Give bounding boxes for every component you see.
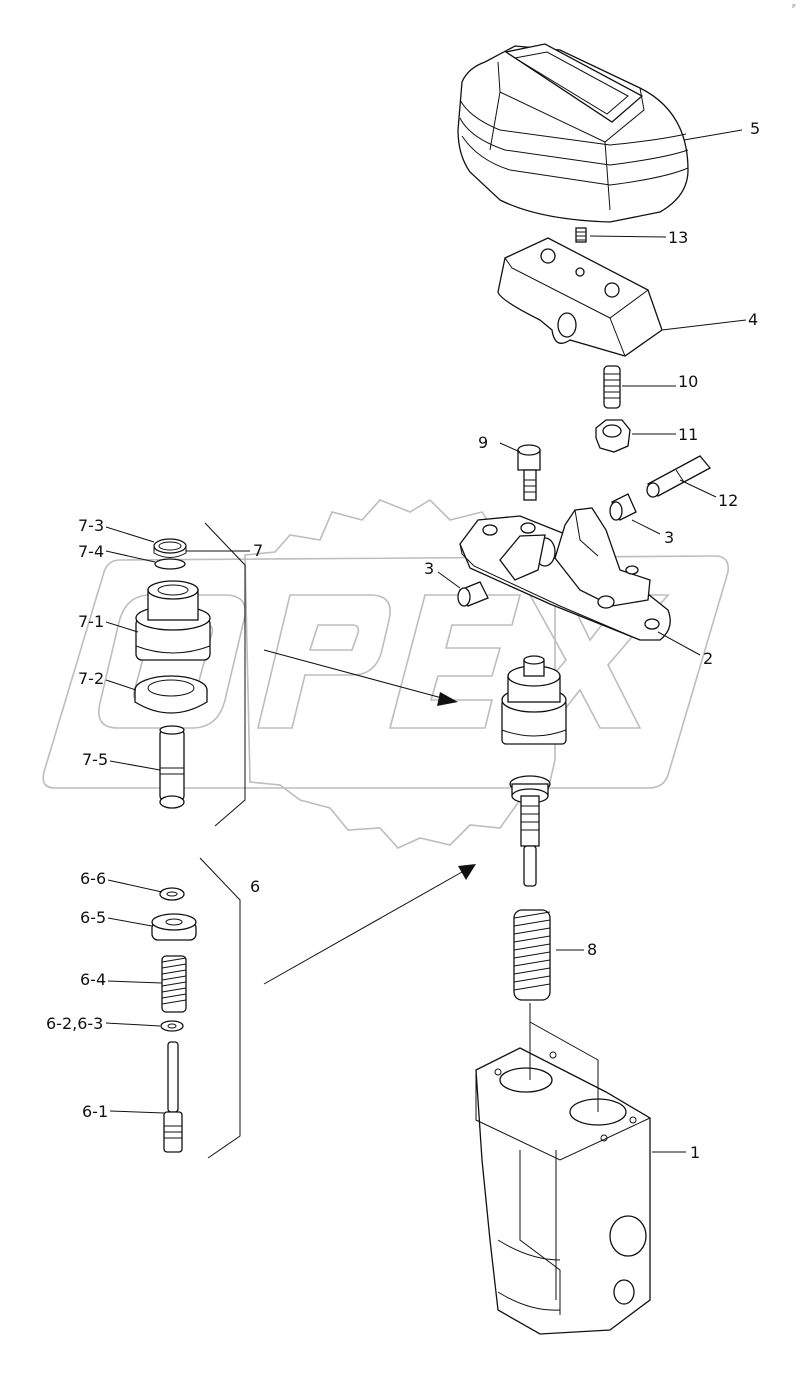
arrow-group-6-to-assembly — [263, 864, 476, 985]
label-4: 4 — [748, 310, 758, 329]
label-3-lower: 3 — [424, 559, 434, 578]
label-6-4: 6-4 — [80, 970, 106, 989]
group-6-parts — [151, 887, 197, 1153]
label-8: 8 — [587, 940, 597, 959]
label-1: 1 — [690, 1143, 700, 1162]
part-11-nut — [595, 419, 631, 453]
label-5: 5 — [750, 119, 760, 138]
label-10: 10 — [678, 372, 698, 391]
label-6-1: 6-1 — [82, 1102, 108, 1121]
label-3-upper: 3 — [664, 528, 674, 547]
corner-mark: ℙ — [792, 4, 796, 10]
label-11: 11 — [678, 425, 698, 444]
label-7-5: 7-5 — [82, 750, 108, 769]
part-1-valve-body — [475, 1047, 651, 1335]
part-9-cap-screw — [517, 444, 541, 501]
guide-lines-body — [529, 1003, 599, 1112]
label-9: 9 — [478, 433, 488, 452]
label-7-2: 7-2 — [78, 669, 104, 688]
rod-assembly — [509, 775, 551, 887]
part-3-bushing-upper — [609, 493, 637, 521]
part-labels: 5 13 4 10 11 9 12 3 3 2 8 1 7 6 7-3 7-4 … — [46, 119, 760, 1162]
part-8-spring — [513, 909, 551, 1001]
leader-lines — [105, 129, 747, 1153]
label-12: 12 — [718, 491, 738, 510]
part-12-pin — [646, 455, 712, 498]
watermark-banner — [42, 555, 730, 789]
label-6-6: 6-6 — [80, 869, 106, 888]
label-6: 6 — [250, 877, 260, 896]
watermark-logo — [42, 498, 730, 849]
part-2-plate — [459, 507, 671, 641]
piston-assembly — [501, 655, 567, 745]
group-7-parts — [134, 538, 211, 809]
bracket-6 — [199, 857, 241, 1159]
part-4-bracket — [497, 237, 663, 357]
label-6-2-6-3: 6-2,6-3 — [46, 1014, 103, 1033]
arrow-group-7-to-assembly — [263, 649, 458, 706]
label-7: 7 — [253, 541, 263, 560]
label-7-1: 7-1 — [78, 612, 104, 631]
part-3-bushing-lower — [457, 581, 489, 607]
bracket-7 — [204, 522, 246, 827]
label-6-5: 6-5 — [80, 908, 106, 927]
label-7-3: 7-3 — [78, 516, 104, 535]
part-10-stud — [603, 365, 621, 409]
label-2: 2 — [703, 649, 713, 668]
label-13: 13 — [668, 228, 688, 247]
label-7-4: 7-4 — [78, 542, 104, 561]
part-5-boot — [457, 43, 689, 223]
part-13-set-screw — [575, 227, 587, 243]
